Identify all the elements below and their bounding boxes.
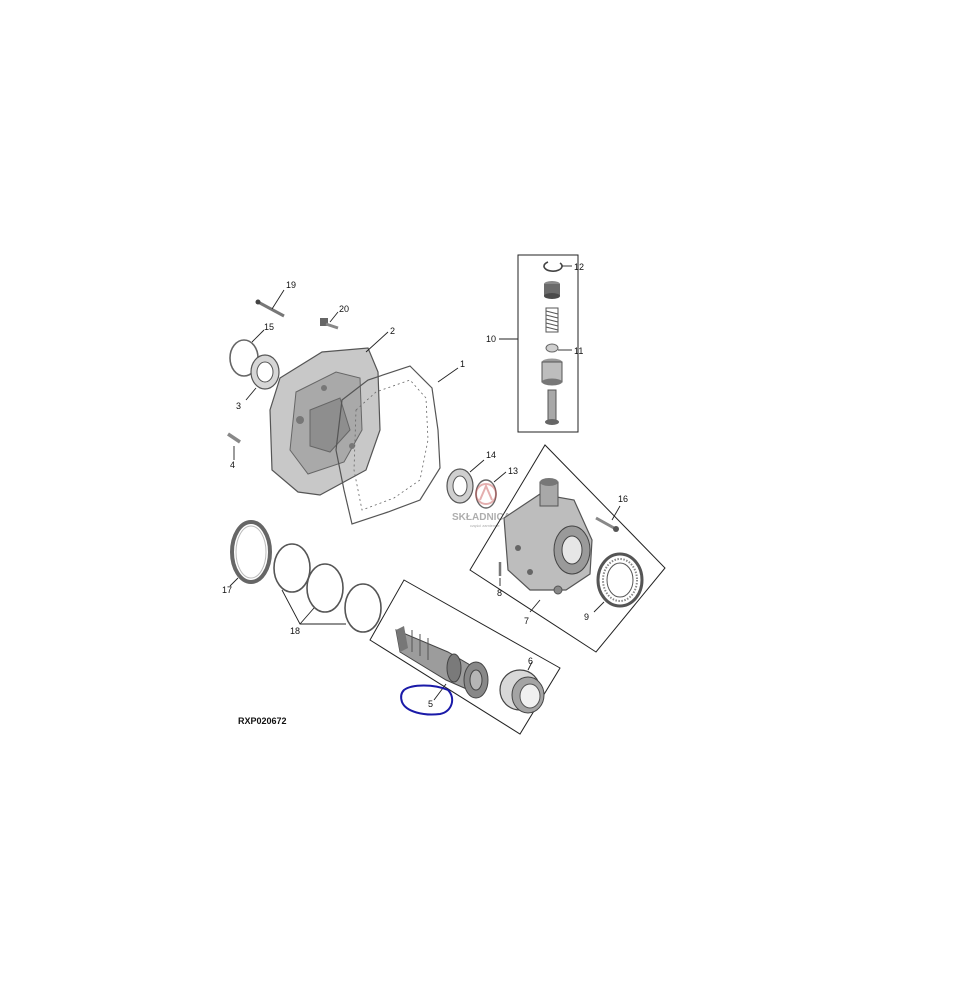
diagram-code: RXP020672 bbox=[238, 716, 287, 726]
ring-18a-part bbox=[273, 543, 311, 593]
watermark-text: SKŁADNICA bbox=[452, 512, 511, 523]
callout-13: 13 bbox=[508, 466, 518, 476]
callout-3: 3 bbox=[236, 401, 241, 411]
watermark-tagline: części zamienne bbox=[470, 523, 500, 528]
callout-14: 14 bbox=[486, 450, 496, 460]
callout-2: 2 bbox=[390, 326, 395, 336]
needle-bearing-9-part bbox=[596, 552, 644, 608]
ring-18c-part bbox=[344, 583, 382, 633]
pump-housing-part bbox=[503, 478, 593, 591]
callout-19: 19 bbox=[286, 280, 296, 290]
pin-4-part bbox=[227, 432, 241, 444]
watermark-logo bbox=[475, 483, 497, 505]
cage-13-part bbox=[475, 479, 497, 509]
ring-17-part bbox=[230, 520, 272, 584]
callout-5-highlight bbox=[400, 684, 454, 716]
bolt-16-part bbox=[595, 516, 619, 532]
valve-sleeve-part bbox=[541, 358, 563, 386]
shim-11-part bbox=[545, 343, 559, 353]
callout-5: 5 bbox=[428, 699, 433, 709]
valve-spring-part bbox=[545, 307, 559, 333]
plug-part bbox=[553, 585, 563, 595]
bolt-20-part bbox=[320, 318, 339, 330]
callout-7: 7 bbox=[524, 616, 529, 626]
valve-cap-part bbox=[544, 281, 560, 299]
sleeve-6-part bbox=[499, 669, 545, 714]
ring-18b-part bbox=[306, 563, 344, 613]
input-shaft-part bbox=[395, 626, 489, 699]
bearing-3-part bbox=[250, 354, 280, 390]
callout-16: 16 bbox=[618, 494, 628, 504]
callout-18: 18 bbox=[290, 626, 300, 636]
callout-4: 4 bbox=[230, 460, 235, 470]
group-box-7 bbox=[469, 444, 666, 653]
gasket-1-part bbox=[335, 365, 441, 525]
callout-11: 11 bbox=[574, 346, 583, 356]
callout-6: 6 bbox=[528, 656, 533, 666]
snap-ring-12-part bbox=[543, 261, 563, 272]
callout-9: 9 bbox=[584, 612, 589, 622]
transmission-housing-part bbox=[269, 347, 381, 496]
callout-10: 10 bbox=[486, 334, 496, 344]
bolt-19-part bbox=[255, 299, 285, 318]
callout-20: 20 bbox=[339, 304, 349, 314]
callout-1: 1 bbox=[460, 359, 465, 369]
roller-bearing-14-part bbox=[446, 468, 474, 504]
valve-piston-part bbox=[545, 389, 559, 425]
callout-15: 15 bbox=[264, 322, 274, 332]
callout-17: 17 bbox=[222, 585, 232, 595]
group-box-10 bbox=[517, 254, 579, 433]
callout-8: 8 bbox=[497, 588, 502, 598]
group-box-shaft bbox=[369, 579, 561, 735]
callout-12: 12 bbox=[574, 262, 584, 272]
